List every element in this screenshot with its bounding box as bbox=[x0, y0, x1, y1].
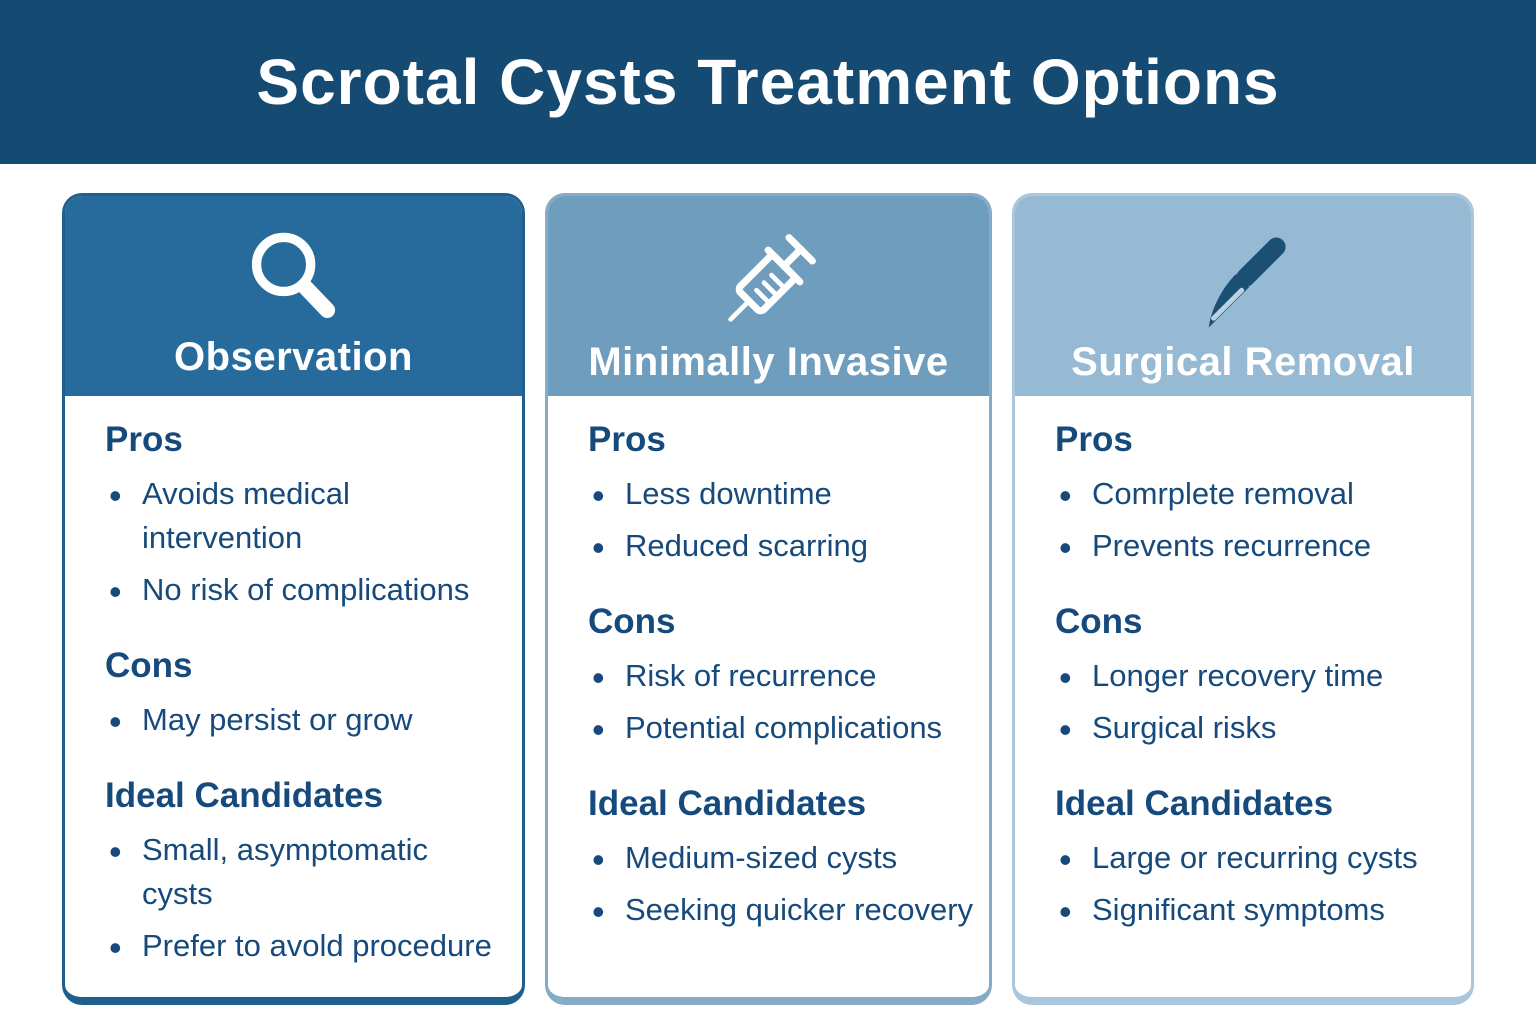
section-ideal-candidates: Ideal Candidates Medium-sized cysts Seek… bbox=[588, 784, 979, 937]
section-pros: Pros Comrplete removal Prevents recurren… bbox=[1055, 420, 1461, 573]
section-pros: Pros Less downtime Reduced scarring bbox=[588, 420, 979, 573]
list-item: No risk of complications bbox=[105, 566, 505, 617]
card-title: Surgical Removal bbox=[1071, 340, 1415, 384]
section-heading: Ideal Candidates bbox=[105, 776, 384, 816]
card-observation-header: Observation bbox=[65, 196, 522, 396]
list-item: Medium-sized cysts bbox=[588, 834, 979, 885]
ideal-candidates-list: Medium-sized cysts Seeking quicker recov… bbox=[588, 834, 979, 937]
section-heading: Cons bbox=[588, 602, 676, 642]
page-title: Scrotal Cysts Treatment Options bbox=[256, 46, 1280, 118]
treatment-cards-row: Observation Pros Avoids medical interven… bbox=[0, 164, 1536, 1005]
pros-list: Avoids medical intervention No risk of c… bbox=[105, 470, 512, 617]
list-item: Surgical risks bbox=[1055, 704, 1455, 755]
section-ideal-candidates: Ideal Candidates Small, asymptomatic cys… bbox=[105, 776, 512, 973]
section-cons: Cons Risk of recurrence Potential compli… bbox=[588, 602, 979, 755]
cons-list: May persist or grow bbox=[105, 696, 512, 747]
section-heading: Ideal Candidates bbox=[1055, 784, 1334, 824]
syringe-icon bbox=[710, 222, 828, 340]
list-item: Significant symptoms bbox=[1055, 886, 1455, 937]
card-title: Minimally Invasive bbox=[588, 340, 949, 384]
section-heading: Cons bbox=[1055, 602, 1143, 642]
list-item: Longer recovery time bbox=[1055, 652, 1455, 703]
scalpel-icon bbox=[1181, 222, 1305, 340]
card-observation: Observation Pros Avoids medical interven… bbox=[62, 193, 525, 1005]
section-ideal-candidates: Ideal Candidates Large or recurring cyst… bbox=[1055, 784, 1461, 937]
list-item: Comrplete removal bbox=[1055, 470, 1455, 521]
card-surgical-removal: Surgical Removal Pros Comrplete removal … bbox=[1012, 193, 1474, 1005]
card-observation-body: Pros Avoids medical intervention No risk… bbox=[65, 396, 522, 997]
list-item: Less downtime bbox=[588, 470, 979, 521]
section-heading: Pros bbox=[1055, 420, 1133, 459]
list-item: May persist or grow bbox=[105, 696, 505, 747]
section-heading: Ideal Candidates bbox=[588, 784, 867, 824]
card-title: Observation bbox=[174, 335, 413, 379]
list-item: Potential complications bbox=[588, 704, 979, 755]
title-banner: Scrotal Cysts Treatment Options bbox=[0, 0, 1536, 164]
pros-list: Comrplete removal Prevents recurrence bbox=[1055, 470, 1461, 573]
list-item: Prevents recurrence bbox=[1055, 522, 1455, 573]
pros-list: Less downtime Reduced scarring bbox=[588, 470, 979, 573]
card-surgical-removal-body: Pros Comrplete removal Prevents recurren… bbox=[1015, 396, 1471, 997]
card-minimally-invasive-header: Minimally Invasive bbox=[548, 196, 989, 396]
section-heading: Pros bbox=[105, 420, 183, 459]
ideal-candidates-list: Large or recurring cysts Significant sym… bbox=[1055, 834, 1461, 937]
section-cons: Cons May persist or grow bbox=[105, 646, 512, 747]
list-item: Seeking quicker recovery bbox=[588, 886, 979, 937]
cons-list: Risk of recurrence Potential complicatio… bbox=[588, 652, 979, 755]
card-minimally-invasive: Minimally Invasive Pros Less downtime Re… bbox=[545, 193, 992, 1005]
list-item: Small, asymptomatic cysts bbox=[105, 826, 505, 916]
list-item: Large or recurring cysts bbox=[1055, 834, 1455, 885]
section-cons: Cons Longer recovery time Surgical risks bbox=[1055, 602, 1461, 755]
list-item: Reduced scarring bbox=[588, 522, 979, 573]
magnifying-glass-icon bbox=[242, 222, 346, 335]
section-heading: Cons bbox=[105, 646, 193, 686]
section-heading: Pros bbox=[588, 420, 666, 459]
card-surgical-removal-header: Surgical Removal bbox=[1015, 196, 1471, 396]
ideal-candidates-list: Small, asymptomatic cysts Prefer to avol… bbox=[105, 826, 512, 973]
cons-list: Longer recovery time Surgical risks bbox=[1055, 652, 1461, 755]
list-item: Prefer to avold procedure bbox=[105, 922, 505, 973]
card-minimally-invasive-body: Pros Less downtime Reduced scarring Cons… bbox=[548, 396, 989, 997]
list-item: Avoids medical intervention bbox=[105, 470, 505, 560]
section-pros: Pros Avoids medical intervention No risk… bbox=[105, 420, 512, 617]
list-item: Risk of recurrence bbox=[588, 652, 979, 703]
